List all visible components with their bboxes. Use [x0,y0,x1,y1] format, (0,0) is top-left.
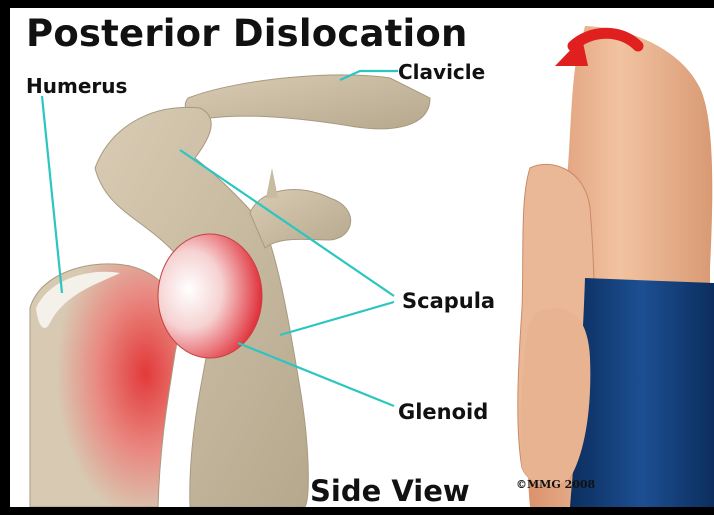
humerus-label: Humerus [26,74,127,98]
glenoid-label: Glenoid [398,400,488,424]
clavicle-label: Clavicle [398,60,485,84]
clavicle-bone [185,75,430,129]
copyright-notice: ©MMG 2008 [516,478,595,491]
humerus-leader-line [42,96,62,293]
side-view-caption: Side View [310,474,470,507]
scapula-label: Scapula [402,289,495,313]
trunks-figure [570,278,714,507]
coracoid-tip [266,168,278,198]
illustration-canvas: Posterior Dislocation Humerus Clavicle S… [10,8,714,507]
glenoid-fossa [158,234,262,358]
scapula-leader-line-lower [280,302,394,335]
figure-title: Posterior Dislocation [26,12,468,55]
coracoid-process [250,190,351,248]
